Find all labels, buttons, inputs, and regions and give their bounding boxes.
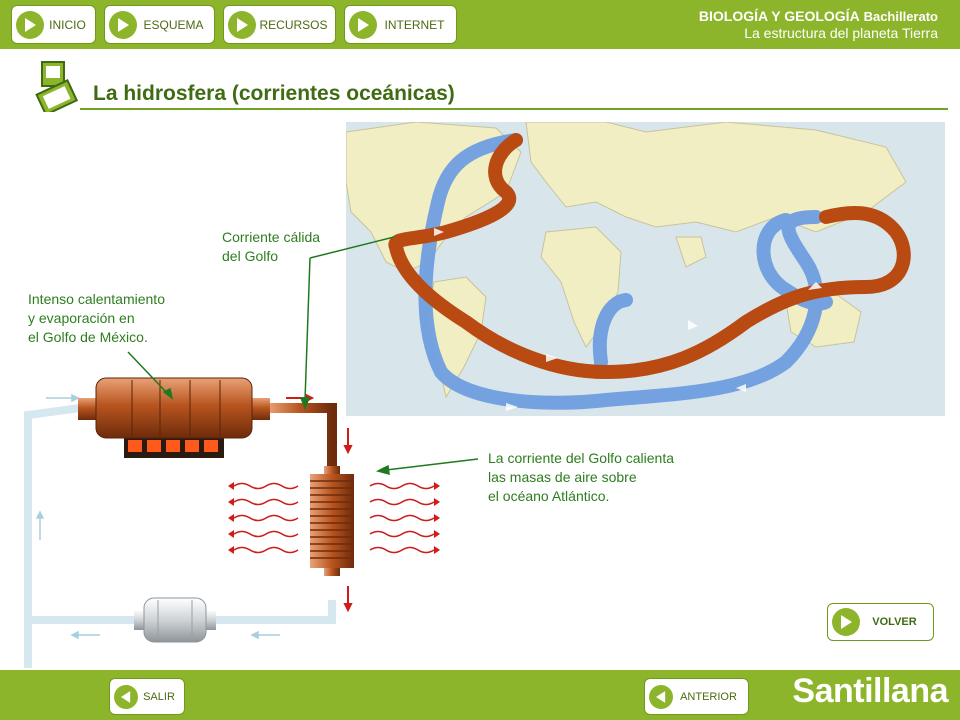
page-title: La hidrosfera (corrientes oceánicas)	[93, 82, 455, 105]
brand-logo: Santillana	[792, 672, 948, 710]
nav-recursos-button[interactable]: RECURSOS	[223, 5, 336, 44]
play-icon	[832, 608, 860, 636]
title-divider	[80, 108, 948, 110]
world-map-ocean-currents	[346, 122, 945, 416]
play-icon	[16, 10, 44, 39]
nav-esquema-label: ESQUEMA	[143, 17, 204, 32]
nav-inicio-label: INICIO	[49, 17, 86, 32]
warm-current-label: Corriente cálida del Golfo	[222, 229, 321, 264]
previous-label: ANTERIOR	[680, 690, 737, 703]
heater-tank	[78, 377, 270, 458]
coil-exchanger	[310, 466, 354, 612]
nav-internet-label: INTERNET	[384, 17, 445, 32]
cold-tank	[134, 597, 216, 643]
level-name: Bachillerato	[863, 9, 938, 24]
play-icon	[114, 684, 138, 709]
nav-internet-button[interactable]: INTERNET	[344, 5, 457, 44]
header-title: BIOLOGÍA Y GEOLOGÍA Bachillerato La estr…	[699, 8, 938, 41]
nav-inicio-button[interactable]: INICIO	[11, 5, 96, 44]
nav-recursos-label: RECURSOS	[259, 17, 328, 32]
topic-name: La estructura del planeta Tierra	[744, 25, 938, 41]
play-icon	[649, 684, 673, 709]
subject-name: BIOLOGÍA Y GEOLOGÍA	[698, 8, 860, 24]
previous-button[interactable]: ANTERIOR	[644, 678, 749, 715]
play-icon	[349, 10, 377, 39]
play-icon	[228, 10, 256, 39]
nav-esquema-button[interactable]: ESQUEMA	[104, 5, 215, 44]
play-icon	[109, 10, 137, 39]
back-label: VOLVER	[872, 616, 917, 628]
page-icon	[35, 61, 79, 112]
exit-label: SALIR	[143, 690, 175, 703]
heating-label: Intenso calentamiento y evaporación en e…	[28, 291, 165, 345]
back-button[interactable]: VOLVER	[827, 603, 934, 641]
exit-button[interactable]: SALIR	[109, 678, 185, 715]
air-masses-label: La corriente del Golfo calienta las masa…	[488, 450, 674, 504]
